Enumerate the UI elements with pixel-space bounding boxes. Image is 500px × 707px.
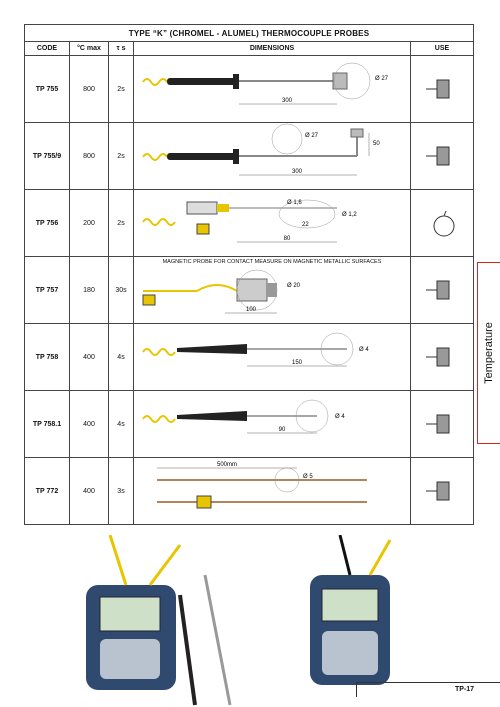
surface-icon	[426, 347, 450, 367]
section-tab: Temperature	[477, 262, 500, 444]
table-row: TP 756 200 2s Ø 1,6 22 Ø 1,2 80	[24, 189, 474, 257]
probe-max-temp: 800	[69, 122, 109, 190]
probe-max-temp: 200	[69, 189, 109, 257]
fruit-icon	[433, 210, 455, 237]
dim-length: 500mm	[217, 462, 237, 468]
header-dimensions: DIMENSIONS	[133, 41, 411, 56]
dim-length: 300	[292, 169, 303, 175]
dim-diameter: Ø 20	[287, 283, 301, 289]
probe-code: TP 757	[24, 256, 70, 324]
probe-max-temp: 400	[69, 323, 109, 391]
probe-drawing: 300 Ø 27	[142, 62, 389, 105]
header-use: USE	[410, 41, 474, 56]
page-number: TP-17	[454, 686, 474, 693]
probe-code: TP 758.1	[24, 390, 70, 458]
dim-diameter: Ø 4	[335, 414, 345, 420]
dim-length: 80	[284, 236, 291, 242]
probe-dimensions: 300 Ø 27	[133, 55, 411, 123]
use-icon	[410, 189, 474, 257]
probe-drawing: Ø 4 150	[142, 332, 369, 367]
probe-response-time: 2s	[108, 122, 134, 190]
header-tmax: °C max	[69, 41, 109, 56]
probe-response-time: 4s	[108, 323, 134, 391]
section-tab-label: Temperature	[483, 322, 495, 384]
table-row: TP 757 180 30s MAGNETIC PROBE FOR CONTAC…	[24, 256, 474, 324]
probe-response-time: 4s	[108, 390, 134, 458]
surface-icon	[426, 414, 450, 434]
table-row: TP 772 400 3s 500mm Ø 5	[24, 457, 474, 525]
probe-code: TP 772	[24, 457, 70, 525]
probe-max-temp: 400	[69, 390, 109, 458]
product-photo-left	[86, 535, 232, 706]
probe-dimensions: MAGNETIC PROBE FOR CONTACT MEASURE ON MA…	[133, 256, 411, 324]
dim-length: 150	[292, 360, 303, 366]
probe-code: TP 758	[24, 323, 70, 391]
probe-response-time: 2s	[108, 189, 134, 257]
surface-icon	[426, 481, 450, 501]
probe-note: MAGNETIC PROBE FOR CONTACT MEASURE ON MA…	[162, 259, 382, 265]
probe-dimensions: Ø 1,6 22 Ø 1,2 80	[133, 189, 411, 257]
probes-table: TYPE “K” (CHROMEL - ALUMEL) THERMOCOUPLE…	[24, 24, 474, 525]
use-icon	[410, 256, 474, 324]
probe-code: TP 756	[24, 189, 70, 257]
use-icon	[410, 55, 474, 123]
probe-dimensions: 500mm Ø 5	[133, 457, 411, 525]
surface-icon	[426, 79, 450, 99]
table-row: TP 758 400 4s Ø 4 150	[24, 323, 474, 391]
dim-diameter: Ø 27	[305, 133, 319, 139]
header-code: CODE	[24, 41, 70, 56]
probe-drawing: 300 Ø 27 50	[142, 123, 380, 176]
table-row: TP 758.1 400 4s Ø 4 90	[24, 390, 474, 458]
probe-drawing: 500mm Ø 5	[157, 462, 367, 509]
table-row: TP 755 800 2s 300 Ø 27	[24, 55, 474, 123]
dim-diameter-b: Ø 1,2	[342, 212, 357, 218]
dim-diameter: Ø 27	[375, 76, 389, 82]
header-tau: τ s	[108, 41, 134, 56]
probe-max-temp: 800	[69, 55, 109, 123]
probe-code: TP 755/9	[24, 122, 70, 190]
probe-drawing: Ø 20 100	[142, 269, 301, 314]
product-photo-right	[310, 535, 392, 685]
probe-dimensions: Ø 4 90	[133, 390, 411, 458]
probe-dimensions: Ø 4 150	[133, 323, 411, 391]
footer-bar	[356, 682, 500, 697]
probe-response-time: 30s	[108, 256, 134, 324]
probe-code: TP 755	[24, 55, 70, 123]
use-icon	[410, 122, 474, 190]
dim-diameter-a: Ø 1,6	[287, 200, 302, 206]
dim-diameter: Ø 5	[303, 474, 313, 480]
dim-tip: 22	[302, 222, 309, 228]
probe-dimensions: 300 Ø 27 50	[133, 122, 411, 190]
probe-drawing: Ø 4 90	[142, 399, 345, 434]
use-icon	[410, 390, 474, 458]
use-icon	[410, 457, 474, 525]
dim-length: 100	[246, 307, 257, 313]
dim-diameter: Ø 4	[359, 347, 369, 353]
table-title: TYPE “K” (CHROMEL - ALUMEL) THERMOCOUPLE…	[24, 24, 474, 42]
dim-height: 50	[373, 141, 380, 147]
surface-icon	[426, 280, 450, 300]
dim-length: 300	[282, 98, 293, 104]
use-icon	[410, 323, 474, 391]
probe-max-temp: 400	[69, 457, 109, 525]
surface-icon	[426, 146, 450, 166]
table-row: TP 755/9 800 2s 300 Ø 27 50	[24, 122, 474, 190]
probe-response-time: 2s	[108, 55, 134, 123]
probe-drawing: Ø 1,6 22 Ø 1,2 80	[142, 199, 357, 243]
probe-max-temp: 180	[69, 256, 109, 324]
probe-response-time: 3s	[108, 457, 134, 525]
dim-length: 90	[279, 427, 286, 433]
